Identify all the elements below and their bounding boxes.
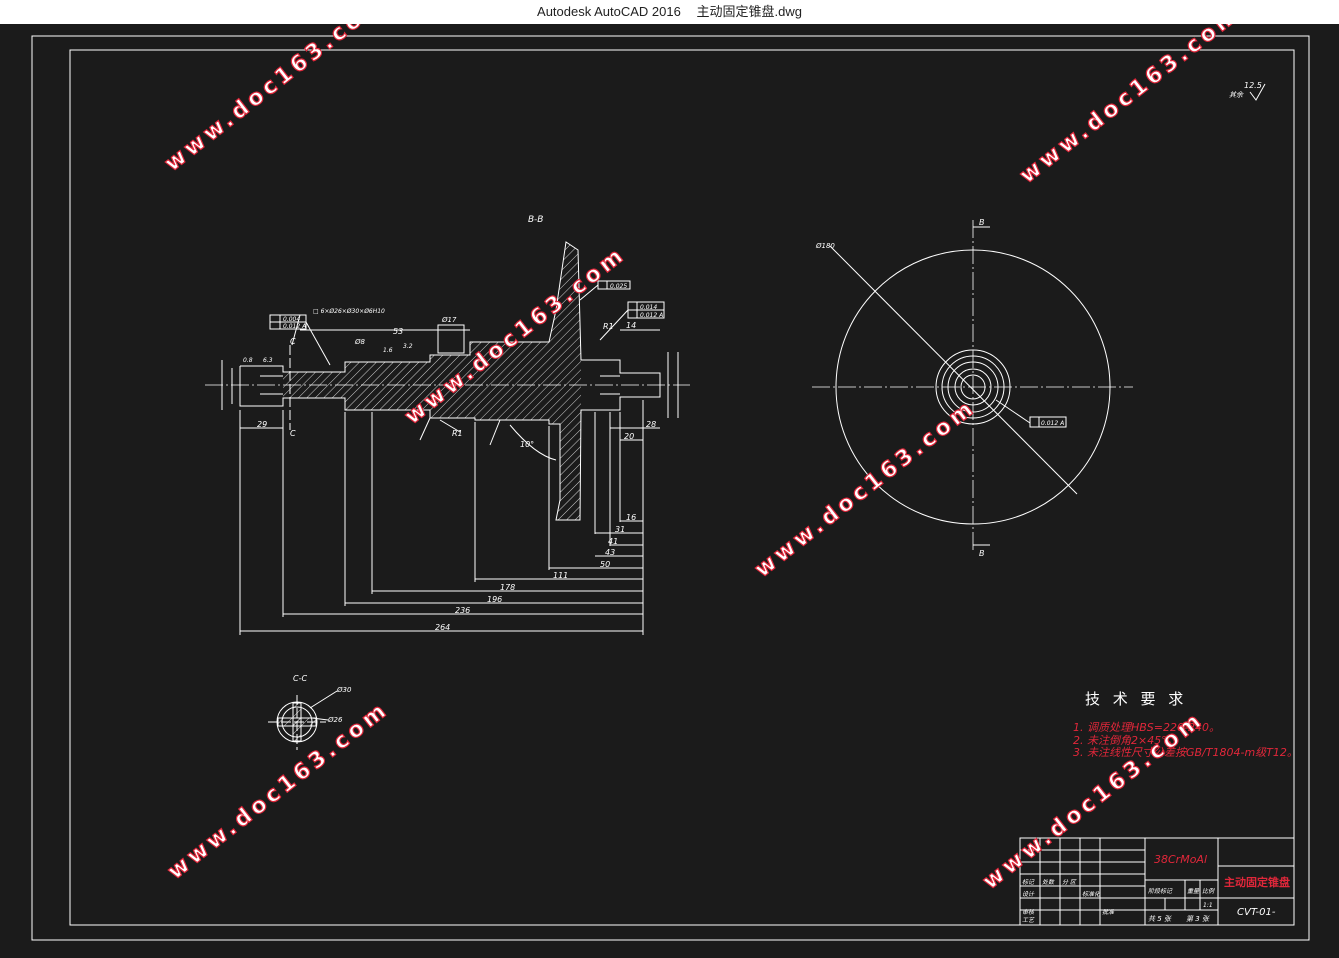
file-name: 主动固定锥盘.dwg: [696, 4, 802, 19]
outer-border: [31, 35, 1310, 941]
label-design: 设计: [1022, 890, 1035, 898]
scale: 比例: [1202, 887, 1215, 895]
roughness-08: 0.8: [243, 357, 253, 364]
dim-53: 53: [393, 327, 403, 336]
section-c-bottom: C: [290, 429, 296, 438]
drawing-svg[interactable]: B-B 264 236 196 178 111 50 43 41 31 16 2…: [0, 24, 1339, 958]
dim-236: 236: [455, 606, 470, 615]
app-title: Autodesk AutoCAD 2016: [537, 4, 681, 19]
dim-41: 41: [608, 537, 618, 546]
spline-spec: □ 6×Ø26×Ø30×Ø6H10: [313, 308, 385, 315]
roughness-symbol: 其余 12.5: [1229, 81, 1266, 101]
roughness-label: 其余: [1229, 91, 1244, 99]
section-c-top: C: [290, 337, 296, 346]
tech-item-2: 2. 未注倒角2×45°。: [1073, 734, 1178, 747]
tol-004: 0.004: [283, 316, 300, 323]
drawing-no: CVT-01-: [1237, 907, 1276, 918]
label-mark: 标记: [1022, 878, 1035, 886]
tech-item-3: 3. 未注线性尺寸公差按GB/T1804-m级T12。: [1073, 746, 1298, 759]
dim-phi8: Ø8: [354, 338, 366, 346]
dim-phi26: Ø26: [327, 716, 343, 724]
dim-16: 16: [626, 513, 636, 522]
title-block[interactable]: [1019, 837, 1295, 926]
watermark-4-outline: www.doc163.com: [750, 395, 981, 583]
end-view-labels: B B Ø180 0.012 A: [815, 218, 1064, 558]
roughness-16: 1.6: [383, 347, 393, 354]
dim-43: 43: [605, 548, 615, 557]
dim-31: 31: [615, 525, 625, 534]
tol-right: 0.012 A: [1041, 420, 1064, 427]
watermarks: www.doc163.com www.doc163.com www.doc163…: [160, 24, 1247, 895]
roughness-32: 3.2: [403, 343, 413, 350]
dim-20: 20: [624, 432, 634, 441]
dim-phi17: Ø17: [441, 316, 457, 324]
roughness-63: 6.3: [263, 357, 273, 364]
title-block-text: 38CrMoAl 主动固定锥盘 CVT-01- 标记 处数 分 区 设计 标准化…: [1022, 853, 1290, 924]
section-b-top: B: [979, 218, 985, 227]
section-cc-labels: C-C Ø30 Ø26: [293, 674, 352, 724]
sheet-no: 第 3 张: [1186, 915, 1210, 923]
shaft-section-view[interactable]: [205, 241, 690, 635]
label-approve: 批准: [1102, 908, 1115, 916]
section-b-bottom: B: [979, 549, 985, 558]
material: 38CrMoAl: [1154, 853, 1207, 866]
view-label-cc: C-C: [293, 674, 307, 683]
dim-196: 196: [487, 595, 502, 604]
view-label-bb: B-B: [528, 215, 543, 225]
part-name: 主动固定锥盘: [1224, 875, 1290, 889]
label-std: 标准化: [1082, 890, 1101, 898]
inner-border: [69, 49, 1295, 926]
scale-value: 1:1: [1203, 902, 1213, 909]
dim-phi30: Ø30: [336, 686, 352, 694]
dim-28: 28: [646, 420, 656, 429]
label-zone: 分 区: [1062, 879, 1077, 886]
dim-r1-b: R1: [603, 322, 614, 331]
dim-r1-a: R1: [452, 429, 463, 438]
tech-title: 技 术 要 求: [1085, 690, 1187, 708]
shaft-view-labels: B-B 264 236 196 178 111 50 43 41 31 16 2…: [243, 215, 663, 632]
label-process: 工艺: [1022, 916, 1035, 924]
tech-requirements: 技 术 要 求 1. 调质处理HBS=220-240。 2. 未注倒角2×45°…: [1073, 690, 1298, 759]
dim-50: 50: [600, 560, 610, 569]
dim-angle10: 10°: [520, 440, 534, 449]
end-view[interactable]: [812, 220, 1133, 550]
label-check: 审核: [1022, 908, 1035, 916]
dim-14: 14: [626, 321, 636, 330]
drawing-canvas[interactable]: B-B 264 236 196 178 111 50 43 41 31 16 2…: [0, 24, 1339, 958]
dim-phi180: Ø180: [815, 242, 835, 250]
window-title-bar: Autodesk AutoCAD 2016 主动固定锥盘.dwg: [0, 0, 1339, 24]
stage-mark: 阶段标记: [1148, 887, 1173, 895]
tol-0025: 0.025: [610, 283, 627, 290]
dim-111: 111: [553, 571, 568, 580]
watermark-2-outline: www.doc163.com: [1015, 24, 1246, 189]
tol-0012: 0.012 A: [283, 323, 306, 330]
sheets-total: 共 5 张: [1148, 915, 1172, 923]
tol-0012b: 0.012 A: [640, 312, 663, 319]
dim-264: 264: [435, 623, 450, 632]
label-count: 处数: [1042, 878, 1055, 886]
tol-0014: 0.014: [640, 304, 657, 311]
watermark-1-outline: www.doc163.com: [160, 24, 391, 177]
dim-29: 29: [257, 420, 267, 429]
roughness-value: 12.5: [1244, 81, 1262, 90]
section-cc-view[interactable]: [268, 690, 338, 750]
tech-item-1: 1. 调质处理HBS=220-240。: [1073, 721, 1220, 734]
dim-178: 178: [500, 583, 515, 592]
weight: 重量: [1187, 888, 1200, 895]
